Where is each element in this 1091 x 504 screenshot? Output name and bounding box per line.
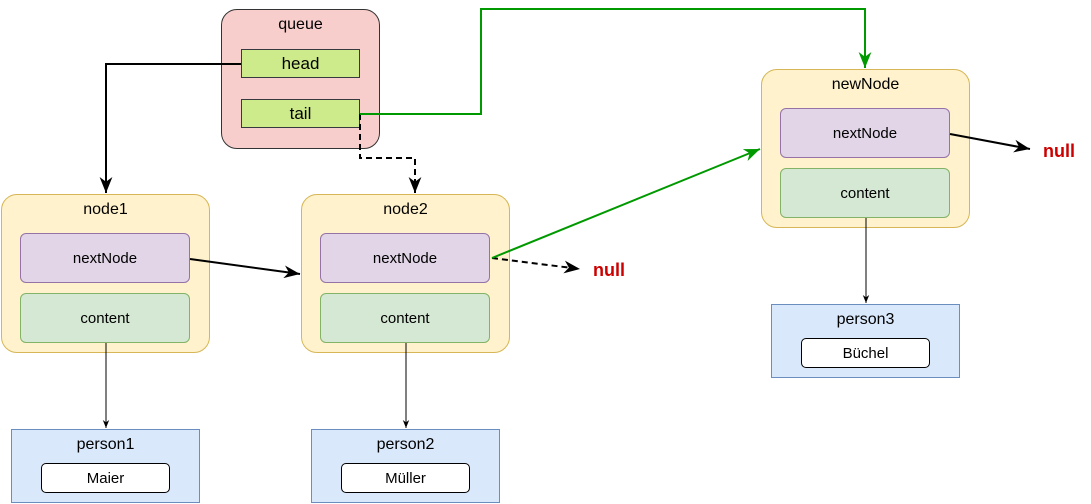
newnode-nextnode-field: nextNode: [780, 108, 950, 158]
newnode-title: newNode: [831, 76, 900, 93]
queue-head-field: head: [241, 49, 360, 78]
person1-title: person1: [76, 436, 135, 453]
node2-title: node2: [383, 201, 428, 218]
person1-name-field: Maier: [41, 463, 170, 493]
person3-title: person3: [836, 311, 895, 328]
tail-to-node2-dashed-arrow: [359, 114, 422, 193]
person2-title: person2: [376, 436, 435, 453]
null-label-node2: null: [593, 260, 625, 280]
node1-nextnode-field: nextNode: [20, 233, 190, 283]
null-label-newnode: null: [1043, 141, 1075, 161]
node2-next-to-newnode-arrow: [491, 148, 761, 259]
tail-to-newnode-arrow: [360, 8, 872, 115]
newnode-next-to-null-arrow: [949, 133, 1031, 153]
node1-next-to-node2-arrow: [189, 258, 301, 279]
node2-nextnode-field: nextNode: [320, 233, 490, 283]
head-to-node1-arrow: [99, 63, 241, 193]
queue-tail-field: tail: [241, 99, 360, 128]
newnode-content-field: content: [780, 168, 950, 218]
node1-content-field: content: [20, 293, 190, 343]
node1-title: node1: [83, 201, 128, 218]
node2-next-to-null-dashed-arrow: [491, 257, 581, 274]
node2-content-field: content: [320, 293, 490, 343]
person3-name-field: Büchel: [801, 338, 930, 368]
person2-name-field: Müller: [341, 463, 470, 493]
queue-title: queue: [278, 16, 323, 33]
